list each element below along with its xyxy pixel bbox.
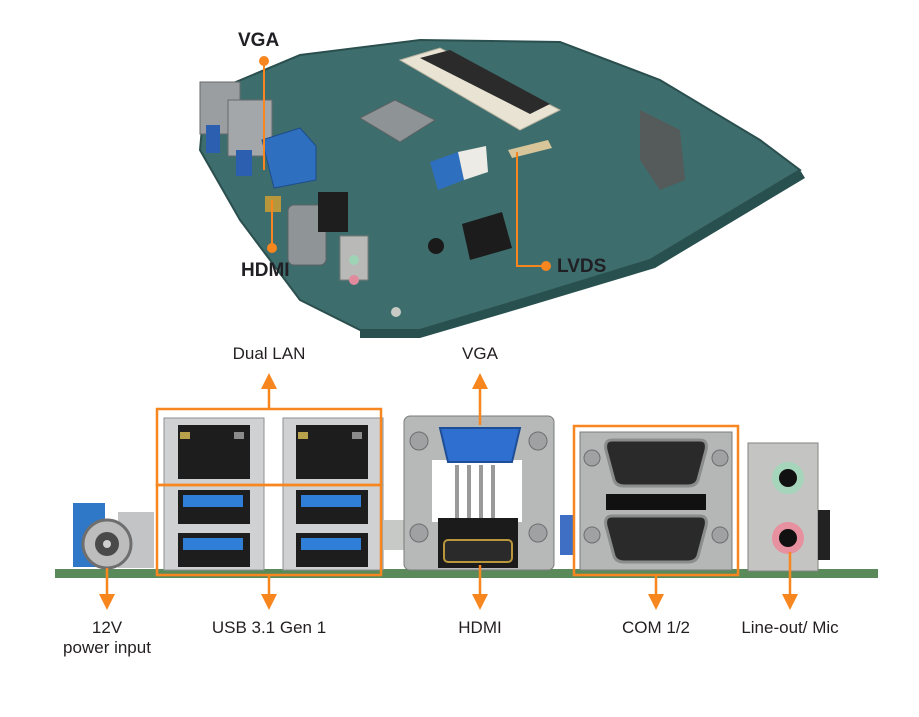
pin-header [640,110,685,190]
hdmi-port [443,539,513,563]
com-label: COM 1/2 [621,618,691,637]
io-pcb-strip [55,569,878,578]
power-label-line2: power input [63,638,151,657]
lvds-connector [508,140,552,158]
com-connector [287,204,327,266]
cpu-chip [358,99,437,143]
lan-usb-stack-1 [163,417,265,571]
vga-hdmi-bracket [403,415,555,571]
com1-port [604,438,708,488]
vga-port [438,427,522,463]
power-label: 12V power input [47,618,167,658]
usb-label: USB 3.1 Gen 1 [211,618,327,637]
vga-connector [261,127,317,189]
sodimm-slot [398,47,562,131]
lan-usb-stack-2 [282,417,384,571]
audio-jacks [747,442,830,572]
com2-port [604,514,708,564]
sodimm-module [420,50,550,114]
audio-label: Line-out/ Mic [741,618,839,637]
sata-connector [430,152,464,190]
lvds-callout-dot [541,261,551,271]
dual-lan-label: Dual LAN [232,344,306,363]
power-label-line1: 12V [91,618,123,637]
m2-slot [462,212,512,260]
lvds-callout-label: LVDS [557,256,607,277]
vga-callout-label: VGA [238,30,280,51]
com-ports [579,431,733,571]
vga-label: VGA [462,344,498,363]
lvds-callout-line [516,152,544,267]
hdmi-label: HDMI [458,618,502,637]
hdmi-callout-label: HDMI [241,260,290,281]
